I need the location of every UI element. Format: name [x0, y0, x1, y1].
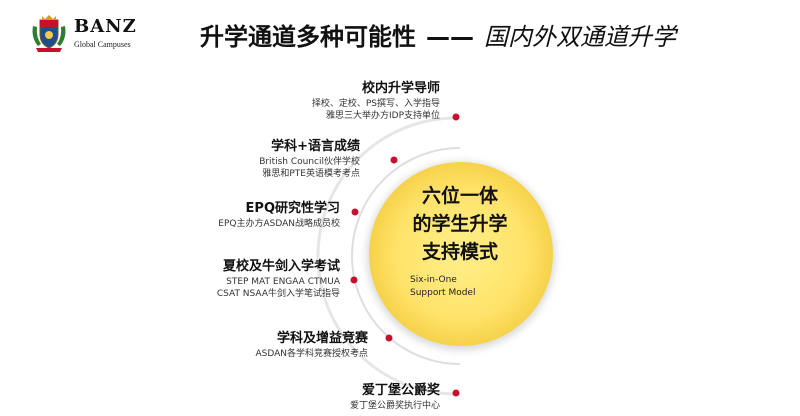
center-english-line-1: Six-in-One — [410, 275, 457, 285]
item-title: EPQ研究性学习 — [245, 201, 340, 216]
marker-dot-3 — [351, 208, 359, 216]
logo-name: BANZ — [74, 16, 137, 37]
item-detail: 爱丁堡公爵奖执行中心 — [349, 401, 440, 411]
center-circle — [369, 162, 553, 346]
outer-ring-arc — [316, 116, 457, 396]
item-detail: 雅思和PTE英语模考考点 — [262, 169, 360, 179]
item-title: 学科及增益竞赛 — [276, 331, 368, 346]
center-line-3: 支持模式 — [421, 241, 498, 263]
center-english-line-2: Support Model — [410, 288, 476, 298]
title-main: 升学通道多种可能性 — [200, 23, 416, 51]
title-separator: —— — [426, 23, 474, 51]
center-line-2: 的学生升学 — [412, 213, 508, 235]
item-title: 校内升学导师 — [361, 81, 440, 96]
marker-dot-6 — [452, 389, 460, 397]
item-detail: CSAT NSAA牛剑入学笔试指导 — [216, 289, 340, 299]
item-title: 学科+语言成绩 — [271, 139, 360, 154]
item-title: 夏校及牛剑入学考试 — [222, 259, 340, 274]
crest-icon — [32, 15, 66, 52]
marker-dot-4 — [350, 276, 358, 284]
inner-ring-arc — [351, 147, 461, 365]
center-line-1: 六位一体 — [421, 185, 498, 207]
logo-subtitle: Global Campuses — [74, 40, 131, 49]
item-4: 夏校及牛剑入学考试 STEP MAT ENGAA CTMUA CSAT NSAA… — [217, 258, 340, 300]
item-6: 爱丁堡公爵奖 爱丁堡公爵奖执行中心 — [350, 382, 440, 412]
item-1: 校内升学导师 择校、定校、PS撰写、入学指导 雅思三大举办方IDP支持单位 — [312, 80, 440, 122]
item-detail: ASDAN各学科竞赛授权考点 — [255, 349, 368, 359]
item-3: EPQ研究性学习 EPQ主办方ASDAN战略成员校 — [218, 200, 340, 230]
marker-dot-1 — [452, 113, 460, 121]
center-label: 六位一体 的学生升学 支持模式 Six-in-One Support Model — [400, 182, 520, 300]
item-5: 学科及增益竞赛 ASDAN各学科竞赛授权考点 — [255, 330, 368, 360]
item-detail: British Council伙伴学校 — [259, 157, 360, 167]
marker-dot-5 — [385, 334, 393, 342]
item-detail: 雅思三大举办方IDP支持单位 — [325, 111, 440, 121]
title-subtitle: 国内外双通道升学 — [484, 23, 676, 51]
marker-dot-2 — [390, 156, 398, 164]
page-title: 升学通道多种可能性 —— 国内外双通道升学 — [200, 20, 780, 54]
item-detail: EPQ主办方ASDAN战略成员校 — [218, 219, 340, 229]
logo: BANZ Global Campuses — [30, 14, 170, 54]
center-english: Six-in-One Support Model — [400, 274, 520, 300]
item-detail: 择校、定校、PS撰写、入学指导 — [311, 99, 440, 109]
item-title: 爱丁堡公爵奖 — [361, 383, 440, 398]
item-2: 学科+语言成绩 British Council伙伴学校 雅思和PTE英语模考考点 — [259, 138, 360, 180]
item-detail: STEP MAT ENGAA CTMUA — [226, 277, 340, 287]
